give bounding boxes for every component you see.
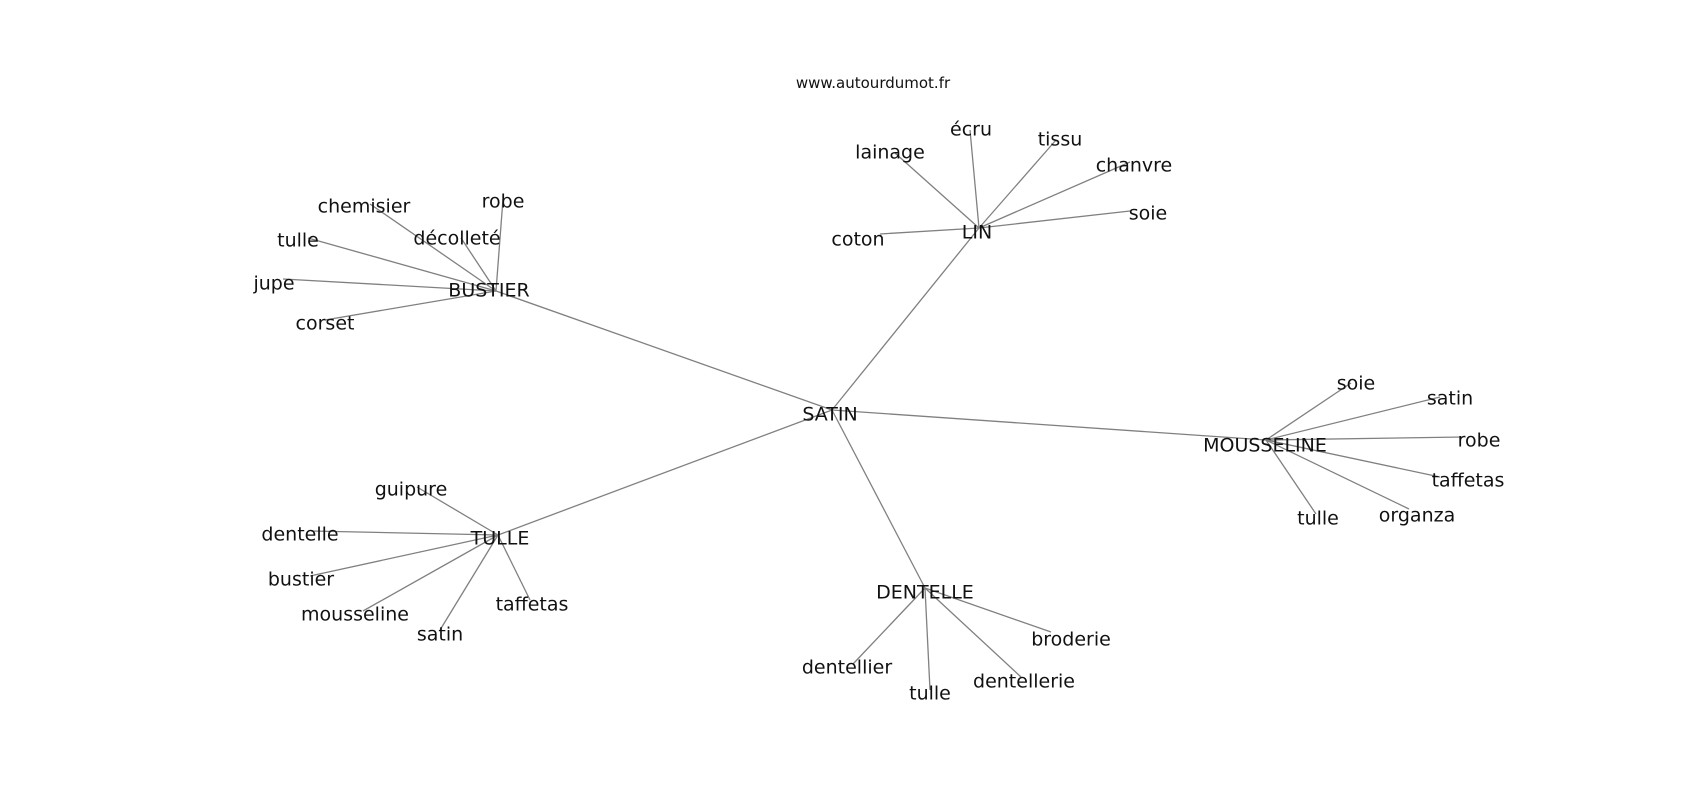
node-leaf[interactable]: chanvre (1096, 155, 1173, 177)
node-hub-lin[interactable]: LIN (962, 222, 992, 244)
edge-mousseline-satin (1265, 396, 1441, 441)
node-leaf[interactable]: taffetas (1432, 470, 1505, 492)
edge-mousseline-soie (1265, 382, 1352, 441)
edge-bustier-tulle (307, 237, 497, 292)
node-leaf[interactable]: robe (1458, 430, 1501, 452)
nodes: SATIN BUSTIER chemisier robe décolleté tulle j… (252, 119, 1504, 705)
node-hub-bustier[interactable]: BUSTIER (448, 280, 529, 302)
node-leaf[interactable]: corset (296, 313, 355, 335)
edge-tulle-dentelle (310, 530, 499, 536)
node-leaf[interactable]: lainage (855, 142, 925, 164)
edge-satin-dentelle (831, 409, 926, 589)
node-leaf[interactable]: soie (1337, 373, 1376, 395)
edge-bustier-robe (495, 198, 504, 292)
node-leaf[interactable]: taffetas (496, 594, 569, 616)
node-leaf[interactable]: broderie (1031, 629, 1111, 651)
edge-tulle-satin (439, 534, 499, 631)
node-leaf[interactable]: décolleté (413, 228, 500, 250)
edge-mousseline-robe (1265, 436, 1464, 441)
edge-tulle-guipure (416, 486, 499, 536)
edge-bustier-chemisier (369, 203, 497, 292)
edge-mousseline-tulle (1265, 439, 1317, 515)
node-leaf[interactable]: écru (950, 119, 992, 141)
site-url[interactable]: www.autourdumot.fr (796, 74, 951, 92)
node-hub-mousseline[interactable]: MOUSSELINE (1203, 435, 1327, 457)
node-leaf[interactable]: tissu (1038, 129, 1083, 151)
node-leaf[interactable]: soie (1129, 203, 1168, 225)
edge-bustier-décolleté (460, 237, 497, 292)
edge-bustier-jupe (282, 278, 497, 292)
node-leaf[interactable]: satin (1427, 388, 1473, 410)
edge-dentelle-broderie (924, 587, 1052, 633)
node-leaf[interactable]: organza (1379, 505, 1455, 527)
node-leaf[interactable]: jupe (252, 273, 294, 295)
edge-lin-tissu (978, 139, 1057, 229)
node-leaf[interactable]: chemisier (318, 196, 411, 218)
edge-dentelle-dentellerie (924, 587, 1022, 678)
edge-mousseline-organza (1265, 439, 1410, 510)
node-leaf[interactable]: dentellerie (973, 671, 1075, 693)
edge-tulle-mousseline (362, 534, 499, 612)
node-leaf[interactable]: tulle (277, 230, 319, 252)
node-leaf[interactable]: coton (831, 229, 884, 251)
edge-satin-mousseline (831, 409, 1267, 441)
node-hub-tulle[interactable]: TULLE (470, 528, 530, 550)
node-leaf[interactable]: guipure (375, 479, 448, 501)
node-leaf[interactable]: satin (417, 624, 463, 646)
edge-lin-chanvre (978, 161, 1131, 229)
edges (282, 129, 1464, 691)
edge-tulle-taffetas (497, 534, 531, 601)
node-leaf[interactable]: robe (482, 191, 525, 213)
node-leaf[interactable]: tulle (1297, 508, 1339, 530)
node-leaf[interactable]: mousseline (301, 604, 409, 626)
edge-dentelle-dentellier (852, 587, 926, 665)
node-leaf[interactable]: dentelle (261, 524, 338, 546)
edge-satin-lin (831, 227, 980, 411)
edge-tulle-bustier (309, 534, 499, 577)
edge-satin-bustier (495, 290, 833, 411)
node-leaf[interactable]: tulle (909, 683, 951, 705)
edge-satin-tulle (497, 409, 833, 536)
node-center[interactable]: SATIN (802, 404, 857, 426)
node-leaf[interactable]: bustier (268, 569, 334, 591)
edge-lin-soie (978, 210, 1131, 229)
node-hub-dentelle[interactable]: DENTELLE (876, 582, 974, 604)
edge-lin-lainage (894, 152, 980, 229)
edge-lin-écru (969, 129, 980, 229)
edge-bustier-corset (324, 290, 497, 321)
edge-dentelle-tulle (924, 587, 931, 691)
edge-lin-coton (879, 227, 980, 235)
node-leaf[interactable]: dentellier (802, 657, 892, 679)
edge-mousseline-taffetas (1265, 439, 1441, 478)
